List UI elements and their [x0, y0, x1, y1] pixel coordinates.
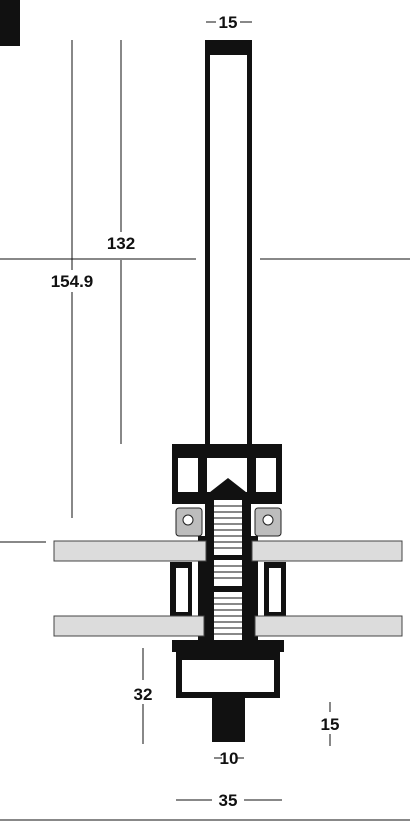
- glass-panes: [53, 540, 403, 637]
- gasket-clips: [175, 507, 282, 646]
- dim-stem-width: 10: [220, 749, 239, 768]
- dim-overall-width: 35: [219, 791, 238, 810]
- dim-vertical-long: 132: [107, 234, 135, 253]
- dim-right-small: 15: [321, 715, 340, 734]
- dim-vertical-total: 154.9: [51, 272, 94, 291]
- bottom-cap: [172, 640, 284, 698]
- dim-bottom-depth: 32: [134, 685, 153, 704]
- side-frames: [170, 562, 286, 618]
- bottom-stem: [212, 698, 245, 742]
- dim-top-width: 15: [219, 13, 238, 32]
- dimension-lines: [0, 21, 410, 821]
- spring-core: [205, 478, 251, 650]
- mullion-fin: [205, 40, 252, 450]
- corner-tab: [0, 0, 20, 46]
